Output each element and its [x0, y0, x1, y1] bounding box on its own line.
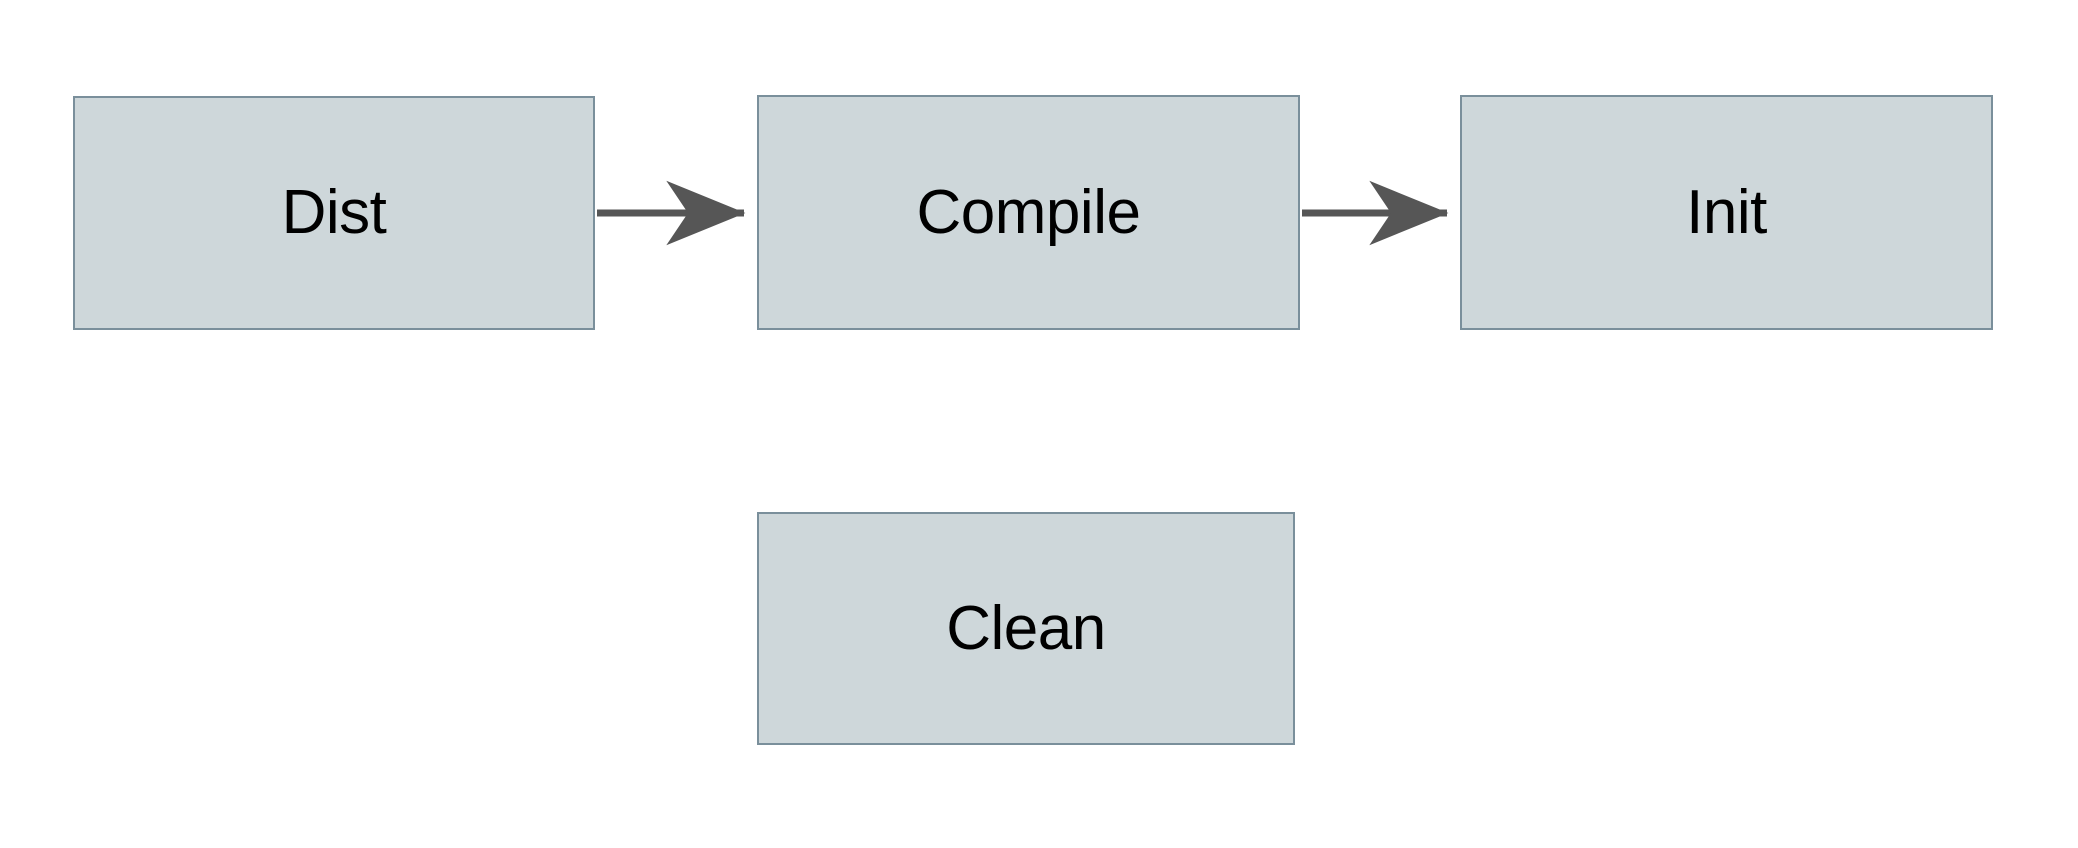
node-compile[interactable]: Compile [757, 95, 1300, 330]
node-init[interactable]: Init [1460, 95, 1993, 330]
node-dist[interactable]: Dist [73, 96, 595, 330]
node-init-label: Init [1686, 177, 1767, 247]
node-compile-label: Compile [916, 177, 1141, 247]
node-dist-label: Dist [281, 178, 387, 247]
node-clean-label: Clean [946, 593, 1106, 663]
node-clean[interactable]: Clean [757, 512, 1295, 745]
